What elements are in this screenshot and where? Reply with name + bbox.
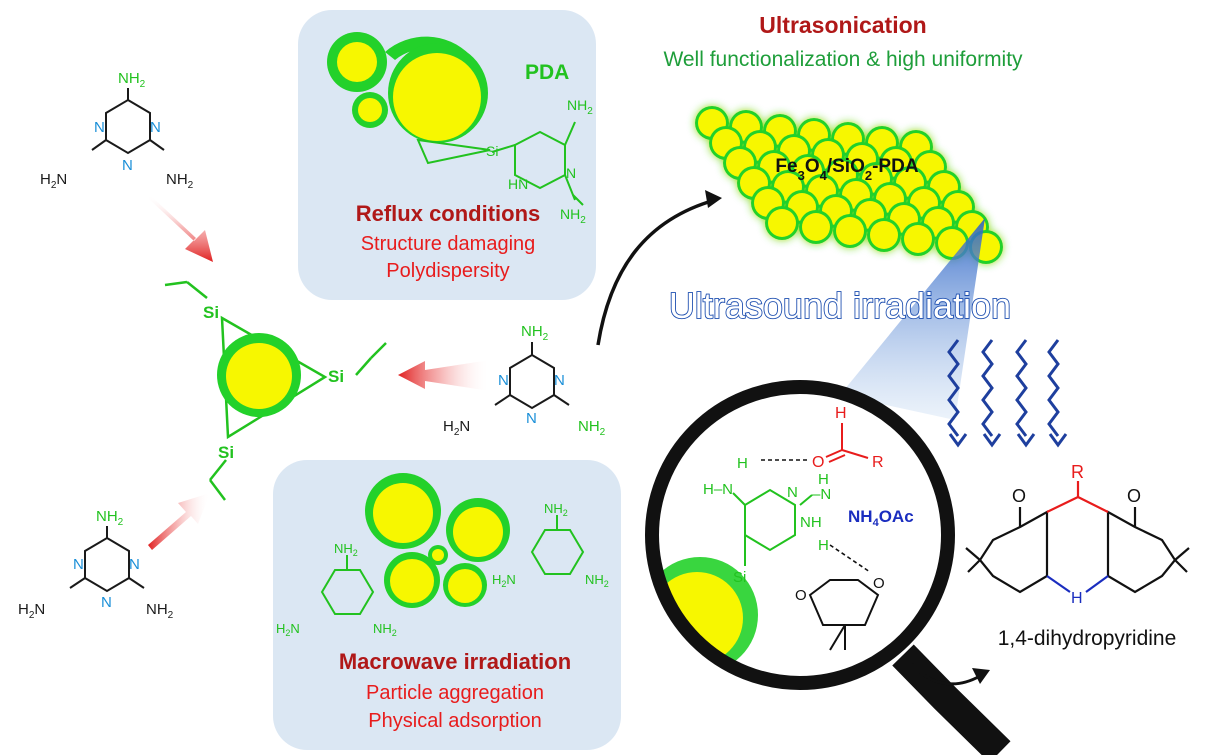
melamine-mw-right — [530, 515, 585, 575]
m3-n-bottom: N — [101, 594, 112, 611]
layer-particle-core — [836, 217, 864, 245]
red-arrow-bottom-left — [148, 493, 210, 550]
product-label: 1,4-dihydropyridine — [998, 627, 1177, 650]
lens-h1: H — [737, 455, 748, 472]
reflux-title: Reflux conditions — [356, 201, 541, 226]
m1-n-left: N — [94, 119, 105, 136]
aldehyde-o: O — [812, 454, 824, 471]
reflux-particles — [327, 32, 491, 165]
wave-arrowhead — [982, 433, 1002, 448]
m2-n-right: N — [554, 372, 565, 389]
reflux-line1: Structure damaging — [361, 233, 536, 255]
layer-particle-core — [802, 213, 830, 241]
microwave-title: Macrowave irradiation — [339, 649, 571, 674]
m3-n-right: N — [129, 556, 140, 573]
m1-h2n: H2N — [40, 171, 67, 191]
m3-nh2-right: NH2 — [146, 601, 174, 621]
ultrasound-wave-icon — [1015, 339, 1028, 437]
pda-label: PDA — [525, 61, 569, 84]
m3-h2n: H2N — [18, 601, 45, 621]
central-particle — [164, 280, 387, 501]
m3-n-left: N — [73, 556, 84, 573]
m1-n-right: N — [150, 119, 161, 136]
wave-arrowhead — [1016, 433, 1036, 448]
microwave-particles — [365, 473, 510, 608]
dione-o1: O — [795, 587, 807, 604]
aldehyde-h: H — [835, 405, 847, 422]
si-bottom: Si — [218, 443, 234, 462]
product-o-right: O — [1127, 486, 1141, 506]
lens-h3: H — [818, 537, 829, 554]
m2-nh2-right: NH2 — [578, 418, 606, 438]
ultrasound-label: Ultrasound irradiation — [669, 285, 1011, 326]
m2-n-left: N — [498, 372, 509, 389]
pda-si: Si — [486, 143, 498, 159]
melamine-top-left — [91, 88, 165, 155]
ultrasound-wave-icon — [981, 339, 994, 437]
layer-particle-core — [870, 221, 898, 249]
microwave-box — [273, 460, 621, 750]
product-o-left: O — [1012, 486, 1026, 506]
m1-nh2-right: NH2 — [166, 171, 194, 191]
pda-nh2-top: NH2 — [567, 97, 593, 117]
microwave-line1: Particle aggregation — [366, 682, 544, 704]
m2-h2n: H2N — [443, 418, 470, 438]
red-arrow-middle — [398, 360, 490, 391]
pda-nh2-bottom: NH2 — [560, 206, 586, 226]
mw-left-nh2-right: NH2 — [373, 621, 397, 638]
red-arrow-top-left — [148, 195, 213, 262]
reaction-arrow-up — [596, 198, 716, 346]
ultrasound-waves — [947, 339, 1068, 448]
lens-nh: NH — [800, 514, 822, 531]
arrowhead-product — [972, 668, 990, 684]
lens-n-h: –N — [812, 486, 831, 503]
reflux-line2: Polydispersity — [386, 260, 509, 282]
m1-n-bottom: N — [122, 157, 133, 174]
mw-left-nh2-top: NH2 — [334, 541, 358, 558]
melamine-mw-left — [320, 555, 375, 615]
pda-hn: HN — [508, 176, 528, 192]
layer-particle-core — [904, 225, 932, 253]
melamine-bottom-left — [69, 526, 145, 593]
aldehyde-r: R — [872, 454, 884, 471]
nh4oac-label: NH4OAc — [848, 507, 914, 529]
product-nh: H — [1071, 590, 1083, 607]
pda-n: N — [566, 165, 576, 181]
ultrasound-wave-icon — [1047, 339, 1060, 437]
product-r: R — [1071, 462, 1084, 482]
microwave-line2: Physical adsorption — [368, 710, 541, 732]
lens-n: N — [787, 484, 798, 501]
ultrasonication-title: Ultrasonication — [759, 12, 926, 38]
m3-nh2-top: NH2 — [96, 508, 124, 528]
reaction-arrow-product — [910, 663, 981, 686]
particle-layer — [695, 106, 1003, 264]
si-right: Si — [328, 367, 344, 386]
lens-chemistry: H O R H H–N N NH –N H H Si NH4OAc O O — [703, 405, 914, 651]
product-structure — [965, 507, 1190, 594]
product-core — [1046, 481, 1109, 593]
m2-n-bottom: N — [526, 410, 537, 427]
lens-si: Si — [733, 569, 746, 586]
dione-o2: O — [873, 575, 885, 592]
melamine-middle — [494, 342, 570, 410]
mw-right-nh2-top: NH2 — [544, 501, 568, 518]
ultrasound-wave-icon — [947, 339, 960, 437]
lens-h2: H — [818, 471, 829, 488]
magnifier-icon — [645, 380, 1011, 755]
lens-hn: H–N — [703, 481, 733, 498]
arrowhead-up — [705, 190, 722, 208]
pda-structure — [491, 121, 584, 206]
m2-nh2-top: NH2 — [521, 323, 549, 343]
layer-particle-core — [768, 209, 796, 237]
ultrasound-beam — [840, 218, 985, 420]
ultrasonication-subtitle: Well functionalization & high uniformity — [663, 48, 1023, 71]
wave-arrowhead — [948, 433, 968, 448]
wave-arrowhead — [1048, 433, 1068, 448]
m1-nh2-top: NH2 — [118, 70, 146, 90]
mw-left-h2n: H2N — [276, 621, 300, 638]
mw-right-h2n: H2N — [492, 572, 516, 589]
mw-right-nh2-right: NH2 — [585, 572, 609, 589]
si-top: Si — [203, 303, 219, 322]
